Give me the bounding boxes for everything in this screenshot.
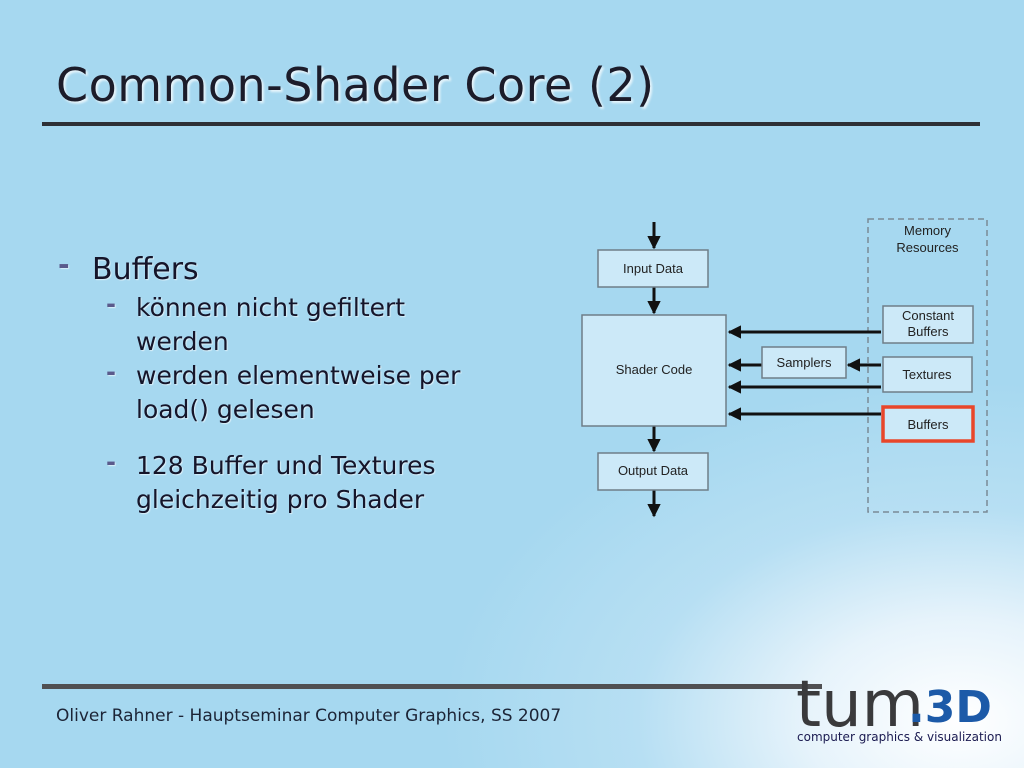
tum-logo-text: tum <box>796 668 924 742</box>
samplers-label: Samplers <box>777 355 832 370</box>
input-data-box <box>597 249 709 288</box>
sub-bullet-text: können nicht gefiltert <box>136 293 406 322</box>
constant-buffers-box <box>882 305 974 344</box>
textures-box <box>882 356 973 393</box>
constant-buffers-label: Buffers <box>908 324 949 339</box>
sub-bullet-128: - 128 Buffer und Textures gleichzeitig p… <box>56 448 526 517</box>
memory-resources-label: Resources <box>896 240 959 255</box>
sub-bullet-text: 128 Buffer und Textures <box>136 451 436 480</box>
shader-code-label: Shader Code <box>616 362 693 377</box>
sub-bullet-text: werden elementweise per <box>136 361 461 390</box>
sub-bullet-load: - werden elementweise per load() gelesen <box>56 358 526 427</box>
logo-tagline: computer graphics & visualization <box>797 730 1002 744</box>
tum3d-logo: tum .3D <box>796 668 992 742</box>
footer-divider <box>42 684 822 689</box>
bullet-dash-icon: - <box>106 448 116 476</box>
samplers-box <box>761 346 847 379</box>
bullet-buffers: - Buffers <box>56 248 526 287</box>
memory-resources-label: Memory <box>904 223 951 238</box>
footer-text: Oliver Rahner - Hauptseminar Computer Gr… <box>56 706 562 726</box>
3d-logo-text: .3D <box>908 682 992 733</box>
slide-title: Common-Shader Core (2) <box>56 58 655 112</box>
sub-bullet-text: gleichzeitig pro Shader <box>136 485 425 514</box>
buffers-label: Buffers <box>908 417 949 432</box>
bullet-dash-icon: - <box>106 358 116 386</box>
bullet-dash-icon: - <box>106 290 116 318</box>
bullet-list: - Buffers - können nicht gefiltert werde… <box>56 248 526 517</box>
title-divider <box>42 122 980 126</box>
output-data-box <box>597 452 709 491</box>
buffers-box-highlighted <box>881 405 975 443</box>
constant-buffers-label: Constant <box>902 308 954 323</box>
textures-label: Textures <box>902 367 952 382</box>
memory-resources-box <box>867 218 988 513</box>
sub-bullet-text: load() gelesen <box>136 395 315 424</box>
bullet-text: Buffers <box>92 252 199 287</box>
shader-code-box <box>581 314 727 427</box>
sub-bullet-text: werden <box>136 327 229 356</box>
input-data-label: Input Data <box>623 261 684 276</box>
output-data-label: Output Data <box>618 463 689 478</box>
sub-bullet-filter: - können nicht gefiltert werden <box>56 290 526 359</box>
bullet-dash-icon: - <box>58 248 70 281</box>
